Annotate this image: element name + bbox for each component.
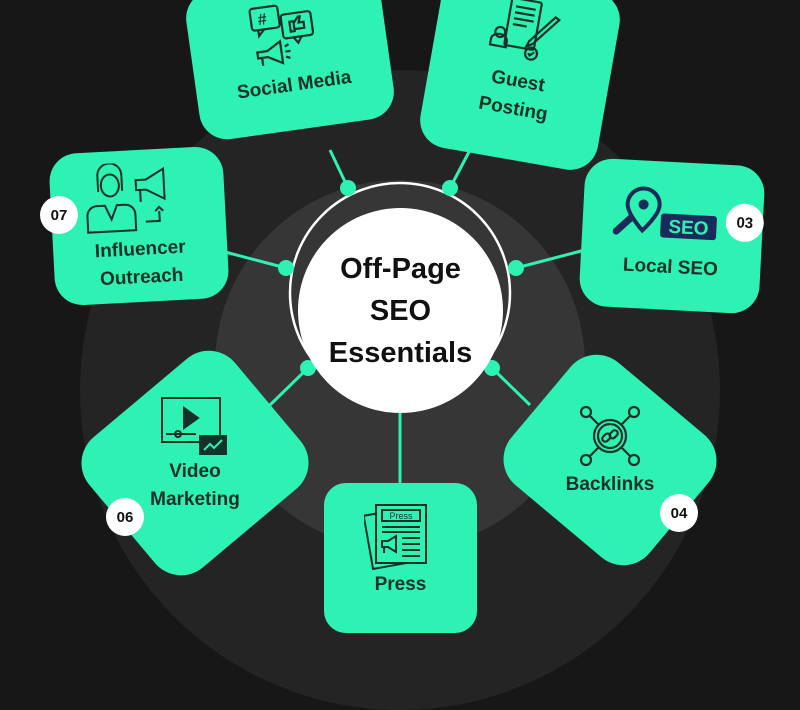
card-label: Backlinks xyxy=(565,474,655,495)
card-guest-posting: Guest Posting xyxy=(415,0,625,175)
hub-title: Off-Page SEO Essentials xyxy=(328,252,473,369)
backlinks-icon xyxy=(579,405,641,467)
card-label: Video Marketing xyxy=(150,461,240,510)
local-seo-icon: SEO xyxy=(612,186,717,241)
card-label: Press xyxy=(374,574,427,595)
diagram: # Social Media Guest Posting SEO Local S… xyxy=(40,0,766,710)
card-social-media: # Social Media xyxy=(182,0,398,143)
number-badge: 04 xyxy=(660,494,698,532)
seo-icon-text: SEO xyxy=(668,217,709,240)
social-media-icon: # xyxy=(248,4,315,66)
connectors xyxy=(224,149,586,485)
guest-posting-icon xyxy=(488,0,562,61)
influencer-outreach-icon xyxy=(86,162,166,234)
center-hub: Off-Page SEO Essentials xyxy=(298,208,503,413)
card-local-seo: SEO Local SEO 03 xyxy=(578,157,766,315)
video-marketing-icon xyxy=(161,397,227,455)
press-icon: Press xyxy=(364,504,427,571)
number-badge: 06 xyxy=(106,498,144,536)
press-icon-text: Press xyxy=(389,511,413,521)
card-influencer-outreach: Influencer Outreach xyxy=(48,145,230,307)
number-badge: 07 xyxy=(40,196,78,234)
svg-text:#: # xyxy=(257,11,268,29)
